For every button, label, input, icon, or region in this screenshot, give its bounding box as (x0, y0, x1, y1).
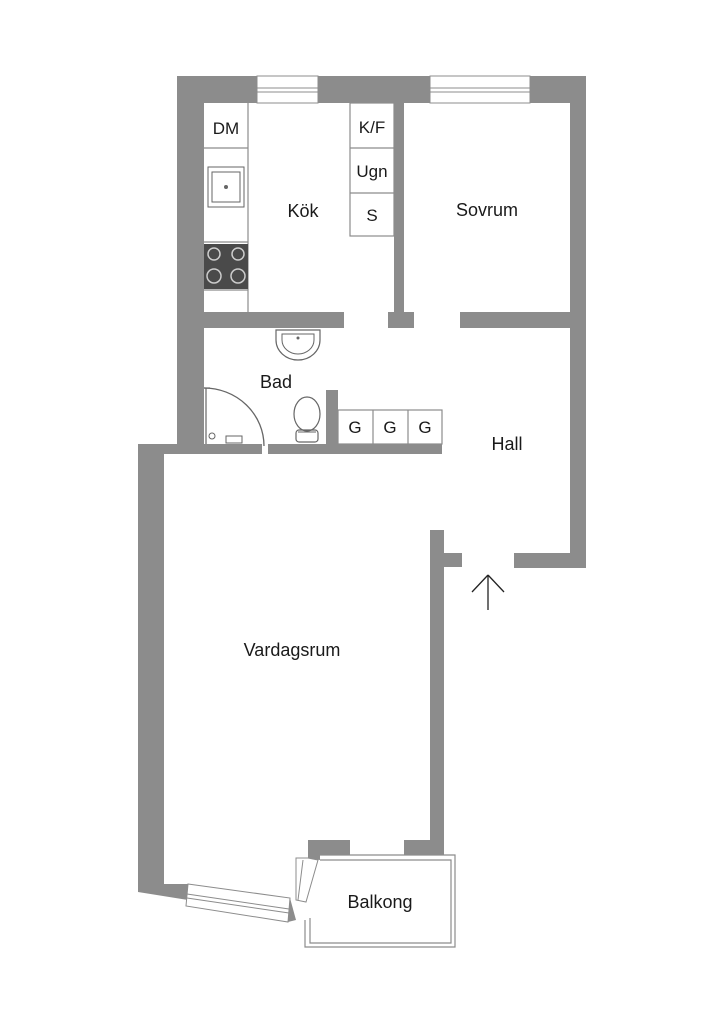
room-label-hall: Hall (491, 434, 522, 454)
bathroom-fixtures (203, 329, 321, 447)
sink-icon (207, 166, 245, 208)
living-window (185, 883, 291, 923)
fixture-label-dishwasher: DM (213, 119, 239, 138)
stove-icon (204, 244, 248, 289)
room-label-kitchen: Kök (287, 201, 319, 221)
washbasin-icon (275, 329, 321, 361)
shower-icon (203, 387, 265, 447)
entrance-arrow-icon (471, 574, 505, 610)
bedroom-window (429, 75, 531, 104)
wardrobes (337, 409, 443, 445)
balcony-door-window (295, 857, 319, 903)
room-label-living-room: Vardagsrum (244, 640, 341, 660)
room-label-bathroom: Bad (260, 372, 292, 392)
fixture-labels: DM K/F Ugn S G G G (213, 118, 432, 437)
toilet-icon (293, 396, 321, 443)
room-label-bedroom: Sovrum (456, 200, 518, 220)
walls (138, 76, 586, 922)
fixture-label-oven: Ugn (356, 162, 387, 181)
wardrobe-label: G (348, 418, 361, 437)
room-label-balcony: Balkong (347, 892, 412, 912)
wardrobe-label: G (383, 418, 396, 437)
windows (185, 75, 531, 923)
kitchen-window (256, 75, 319, 104)
fixture-label-fridge: K/F (359, 118, 385, 137)
fixture-label-cabinet: S (366, 206, 377, 225)
room-labels: Kök Sovrum Bad Hall Vardagsrum Balkong (244, 200, 523, 912)
balcony (304, 854, 456, 948)
kitchen-counter (204, 102, 395, 312)
wardrobe-label: G (418, 418, 431, 437)
